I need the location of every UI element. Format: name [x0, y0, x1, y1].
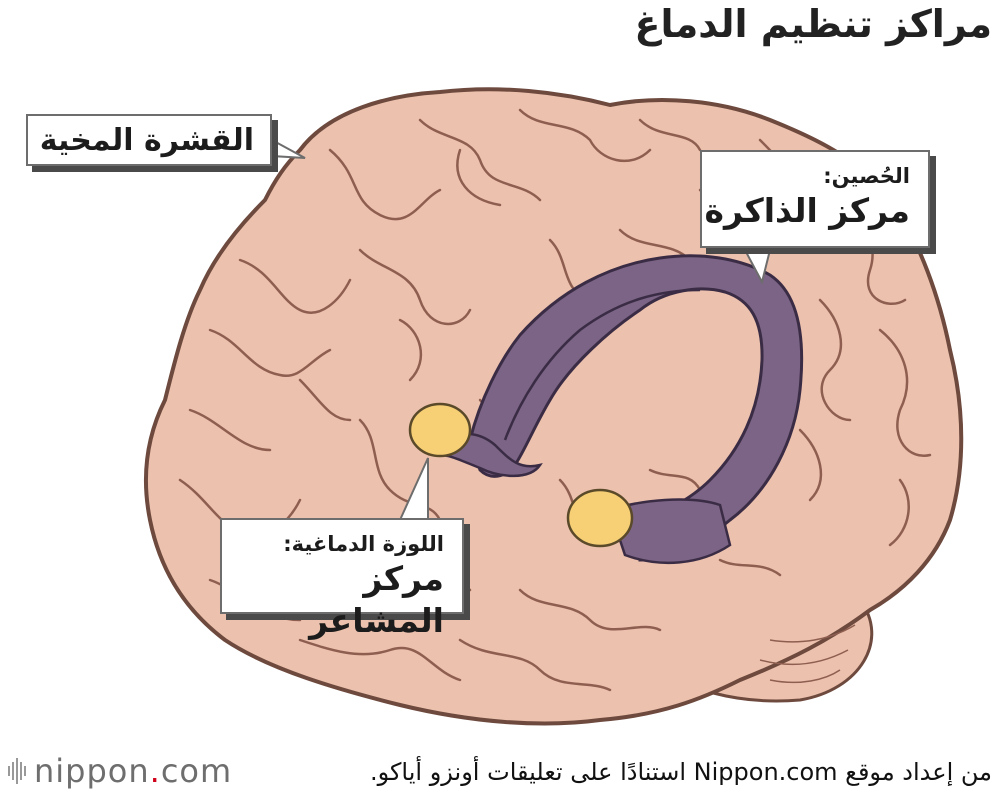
amygdala-role: مركز المشاعر	[309, 559, 444, 640]
hippocampus-name: الحُصين:	[823, 164, 910, 188]
hippocampus-lower	[608, 498, 732, 565]
amygdala-name: اللوزة الدماغية:	[283, 532, 444, 556]
logo-text-dot: .	[149, 752, 161, 790]
cerebellum-lines	[759, 624, 856, 684]
cortex-callout: القشرة المخية	[26, 114, 272, 166]
diagram-title: مراكز تنظيم الدماغ	[634, 2, 993, 46]
source-credit: من إعداد موقع Nippon.com استنادًا على تع…	[369, 758, 992, 786]
logo-text-com: com	[160, 752, 233, 790]
cortex-label: القشرة المخية	[39, 123, 254, 158]
hippocampus-callout: الحُصين: مركز الذاكرة	[700, 150, 930, 248]
hippocampus-role: مركز الذاكرة	[704, 191, 910, 230]
logo-text-nippon: nippon	[34, 752, 150, 790]
nippon-logo: nippon.com	[8, 752, 232, 790]
amygdala-right	[566, 488, 634, 548]
fornix-inner-arc	[503, 288, 701, 441]
amygdala-left	[408, 402, 472, 458]
logo-text: nippon.com	[34, 752, 232, 790]
logo-bars-icon	[8, 758, 26, 784]
amygdala-callout: اللوزة الدماغية: مركز المشاعر	[220, 518, 464, 640]
